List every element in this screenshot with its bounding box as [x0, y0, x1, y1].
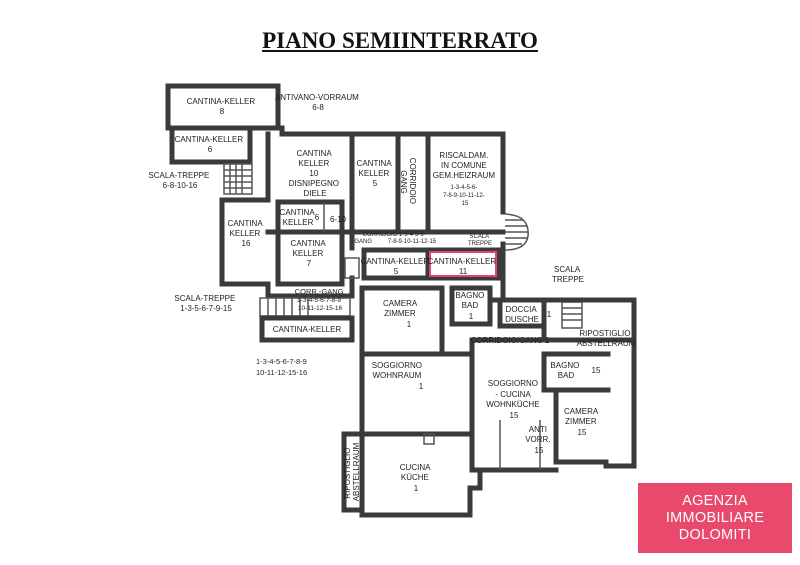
wall-cantina-6-top — [169, 125, 253, 165]
label-n1: 1 — [547, 310, 552, 319]
label-cantina-small: CANTINA-KELLER — [273, 325, 342, 334]
label-scala-4: SCALA-TREPPE 1-3-5-6-7-9-15 — [174, 294, 237, 313]
wall-left-outer — [219, 131, 271, 299]
room-labels: CANTINA-KELLER 8 CANTINA-KELLER 6 ANTIVA… — [148, 93, 635, 501]
walls-lower — [259, 257, 637, 518]
label-cantina-16: CANTINA KELLER 16 — [228, 219, 265, 248]
logo-line-2: IMMOBILIARE — [665, 509, 765, 526]
walls — [165, 83, 506, 299]
wall-right-outer — [487, 297, 637, 469]
wall-upper-outer — [247, 125, 506, 299]
label-cantina-7: CANTINA KELLER 7 — [291, 239, 328, 268]
logo-line-3: DOLOMITI — [678, 526, 752, 543]
label-ripostiglio: RIPOSTIGLIO ABSTELLRAUM — [577, 329, 636, 348]
label-cucina: CUCINA KÜCHE 1 — [400, 463, 432, 493]
label-anti-vorr: ANTI VORR. 15 — [525, 425, 553, 455]
label-bagno-1: BAGNO BAD 1 — [455, 291, 486, 321]
label-soggiorno-15: SOGGIORNO - CUCINA WOHNKÜCHE 15 — [486, 379, 542, 420]
label-scala-1: SCALA-TREPPE 6-8-10-16 — [148, 171, 211, 190]
label-cantina-10: CANTINA KELLER 10 DISNIPEGNO DIELE — [289, 149, 341, 198]
label-6-10: 6-10 — [330, 215, 347, 224]
label-cantina-8: CANTINA-KELLER 8 — [187, 97, 258, 116]
label-corridoio-vertical: CORRIDOIO GANG — [399, 158, 417, 206]
label-scala-3: SCALA TREPPE — [552, 265, 584, 284]
label-corridoio-2: CORRIDOIO 1-3-4-5-6- GANG 7-8-9-10-11-12… — [354, 232, 436, 245]
label-corridoio-gang-1: CORRIDOIO/GANG 1 — [471, 336, 550, 345]
wall-bagno-1 — [449, 285, 493, 327]
label-riscaldamento: RISCALDAM. IN COMUNE GEM.HEIZRAUM 1-3-4-… — [433, 151, 497, 207]
wall-camera-1 — [359, 285, 445, 357]
label-bagno-15: BAGNO BAD — [550, 361, 581, 380]
label-number-list: 1-3-4-5-6-7-8-9 10-11-12-15-16 — [256, 357, 309, 377]
label-cantina-5b: CANTINA-KELLER 5 — [361, 257, 432, 276]
label-antivano: ANTIVANO-VORRAUM 6-8 — [275, 93, 361, 112]
label-cantina-6b: CANTINA KELLER — [280, 208, 317, 227]
stair-right-spiral — [504, 213, 529, 251]
cantina-11-highlight — [429, 251, 497, 277]
label-cantina-6-top: CANTINA-KELLER 6 — [175, 135, 246, 154]
label-cantina-11: CANTINA-KELLER 11 — [428, 257, 499, 276]
label-cantina-5a: CANTINA KELLER 5 — [357, 159, 394, 188]
label-bagno-15-num: 15 — [592, 366, 601, 375]
label-corr-gang: CORR.-GANG 1-3-4-5-6-7-8-9 10-11-12-15-1… — [295, 287, 346, 312]
stair-left-top — [223, 163, 253, 195]
label-scala-2: SCALA TREPPE — [468, 234, 492, 247]
label-soggiorno-1: SOGGIORNO WOHNRAUM 1 — [372, 361, 424, 391]
label-doccia: DOCCIA DUSCHE — [505, 305, 539, 324]
label-camera-1: CAMERA ZIMMER 1 — [383, 299, 419, 329]
label-camera-15: CAMERA ZIMMER 15 — [564, 407, 600, 437]
label-ripostiglio-2: RIPOSTIGLIO ABSTELLRAUM — [343, 442, 361, 501]
page-title: PIANO SEMIINTERRATO — [262, 28, 538, 53]
logo-line-1: AGENZIA — [682, 492, 748, 509]
stair-right-small — [561, 301, 583, 329]
agency-logo: AGENZIA IMMOBILIARE DOLOMITI — [638, 483, 792, 553]
label-cantina-6b-num: 6 — [315, 213, 320, 222]
